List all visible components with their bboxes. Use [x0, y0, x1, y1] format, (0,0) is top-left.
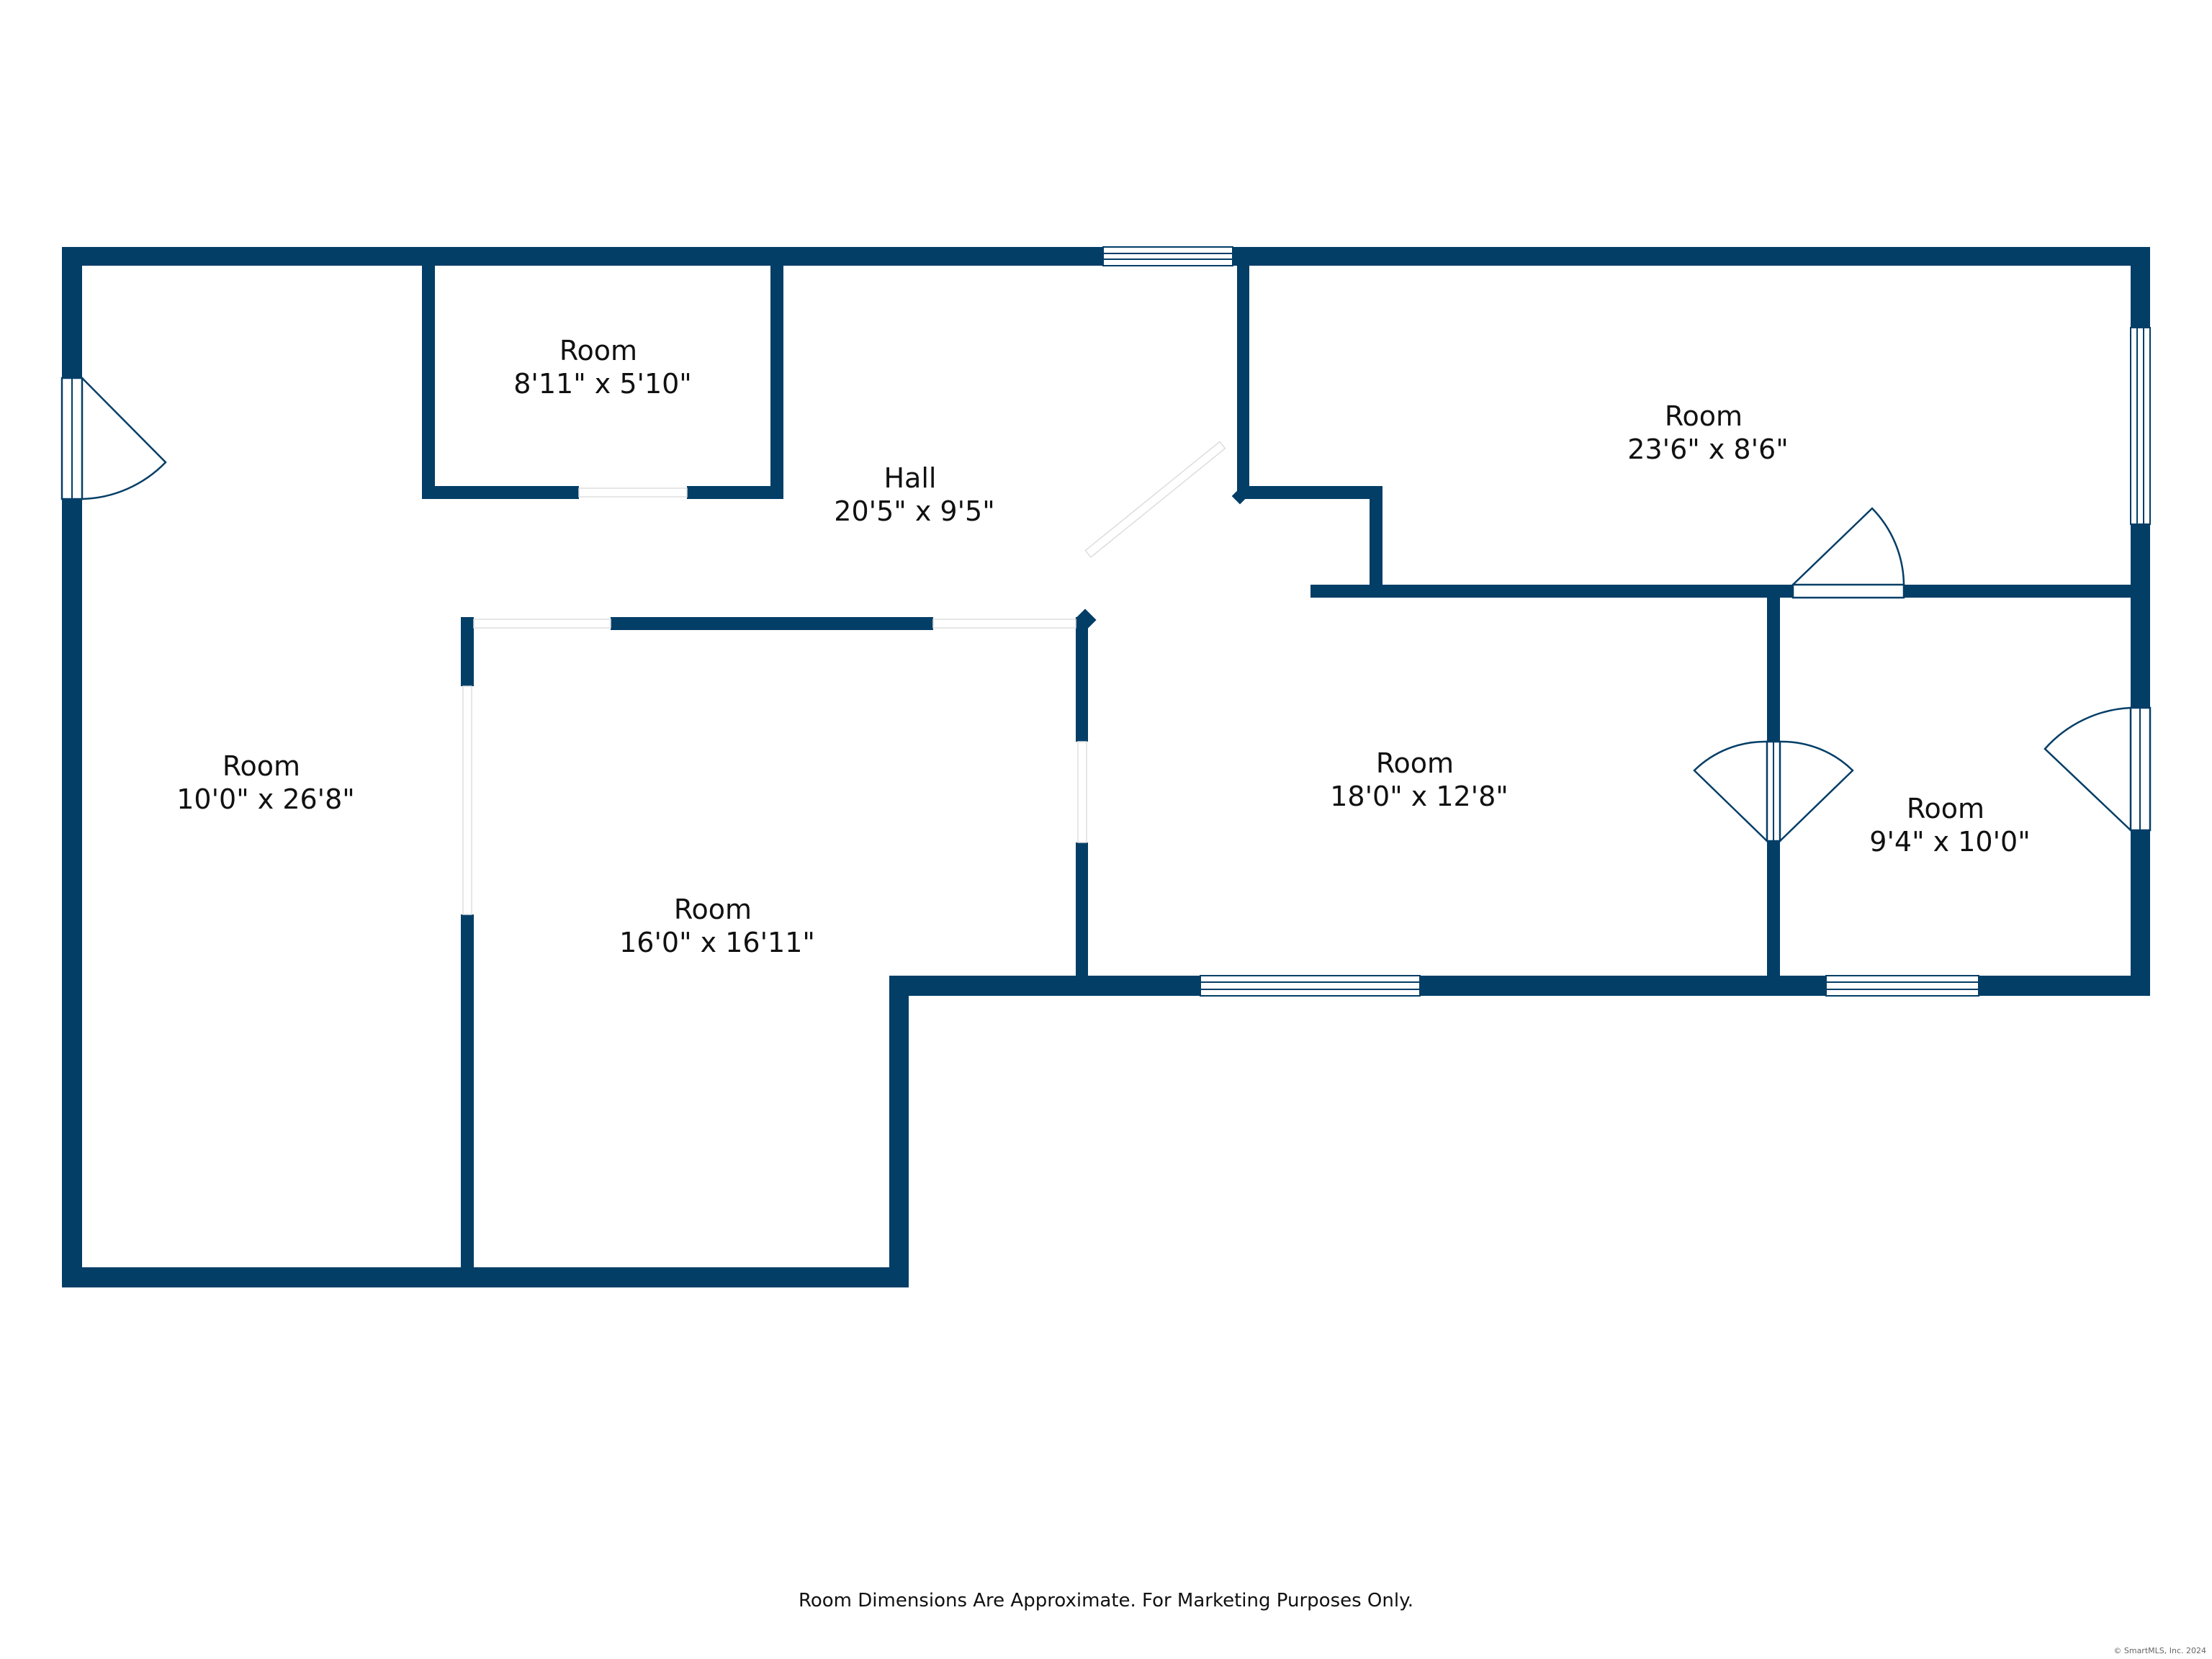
- wall-bottom-left: [62, 1267, 909, 1287]
- room-label-room-b: Room 23'6" x 8'6": [1627, 400, 1788, 465]
- wall-small-room-bottom-a: [422, 486, 579, 499]
- wall-small-room-right: [770, 247, 783, 499]
- wall-center-left-top: [461, 617, 474, 686]
- opening-center-left: [462, 685, 472, 915]
- wall-left-lower: [62, 499, 82, 1287]
- wall-right-bottom: [2131, 830, 2150, 996]
- wall-center-left-bottom: [461, 914, 474, 1287]
- door-top-right-room: [1791, 507, 1905, 599]
- opening-center-top-left: [473, 619, 611, 629]
- wall-step-vertical: [1370, 486, 1382, 594]
- room-label-room-e: Room 9'4" x 10'0": [1869, 793, 2030, 858]
- room-label-hall: Hall 20'5" x 9'5": [834, 462, 994, 527]
- wall-bottom-right: [1979, 976, 2150, 996]
- disclaimer-note: Room Dimensions Are Approximate. For Mar…: [798, 1590, 1414, 1611]
- room-label-room-c: Room 10'0" x 26'8": [176, 750, 355, 815]
- window-right: [2130, 327, 2151, 525]
- copyright-text: © SmartMLS, Inc. 2024: [2113, 1646, 2206, 1655]
- interior-walls: [422, 247, 2141, 1287]
- room-label-room-d: Room 18'0" x 12'8": [1330, 747, 1509, 812]
- room-label-room-a: Room 8'11" x 5'10": [513, 335, 692, 400]
- wall-bottom-mid-b: [1420, 976, 1826, 996]
- door-double-mid: [1693, 740, 1854, 842]
- windows: [1102, 246, 2151, 997]
- openings: [462, 441, 1226, 915]
- wall-bottom-mid-a: [889, 976, 1200, 996]
- door-left-exterior: [60, 377, 167, 500]
- wall-divider-a: [1310, 585, 1793, 598]
- wall-notch-vertical: [889, 976, 909, 1287]
- doors: [60, 377, 2152, 842]
- window-bottom-right: [1825, 975, 1979, 997]
- opening-diagonal: [1084, 441, 1226, 558]
- opening-center-top-right: [932, 619, 1076, 629]
- window-top: [1102, 246, 1233, 266]
- window-bottom-mid: [1200, 975, 1421, 997]
- door-right-exterior: [2044, 706, 2152, 832]
- wall-right-mid: [2131, 524, 2150, 708]
- wall-mid-rooms-top: [1767, 585, 1780, 742]
- wall-left-upper: [62, 247, 82, 378]
- wall-hall-right: [1237, 263, 1249, 499]
- wall-center-top: [611, 617, 933, 630]
- wall-small-room-bottom-b: [687, 486, 783, 499]
- wall-divider-b: [1904, 585, 2141, 598]
- wall-right-top: [2131, 247, 2150, 328]
- wall-small-room-left: [422, 247, 435, 499]
- wall-diagonal-corner-top: [1231, 487, 1249, 505]
- wall-step-horizontal: [1237, 486, 1382, 499]
- wall-mid-rooms-bottom: [1767, 841, 1780, 996]
- opening-small-room: [578, 487, 688, 498]
- room-labels: Room 8'11" x 5'10" Hall 20'5" x 9'5" Roo…: [176, 335, 2030, 958]
- wall-top-left: [62, 247, 1103, 266]
- wall-center-right-bottom: [1076, 842, 1088, 996]
- wall-center-right-top: [1076, 617, 1088, 742]
- room-label-room-f: Room 16'0" x 16'11": [619, 894, 815, 958]
- exterior-walls: [62, 247, 2150, 1287]
- opening-center-right: [1077, 741, 1087, 843]
- wall-top-right: [1233, 247, 2150, 266]
